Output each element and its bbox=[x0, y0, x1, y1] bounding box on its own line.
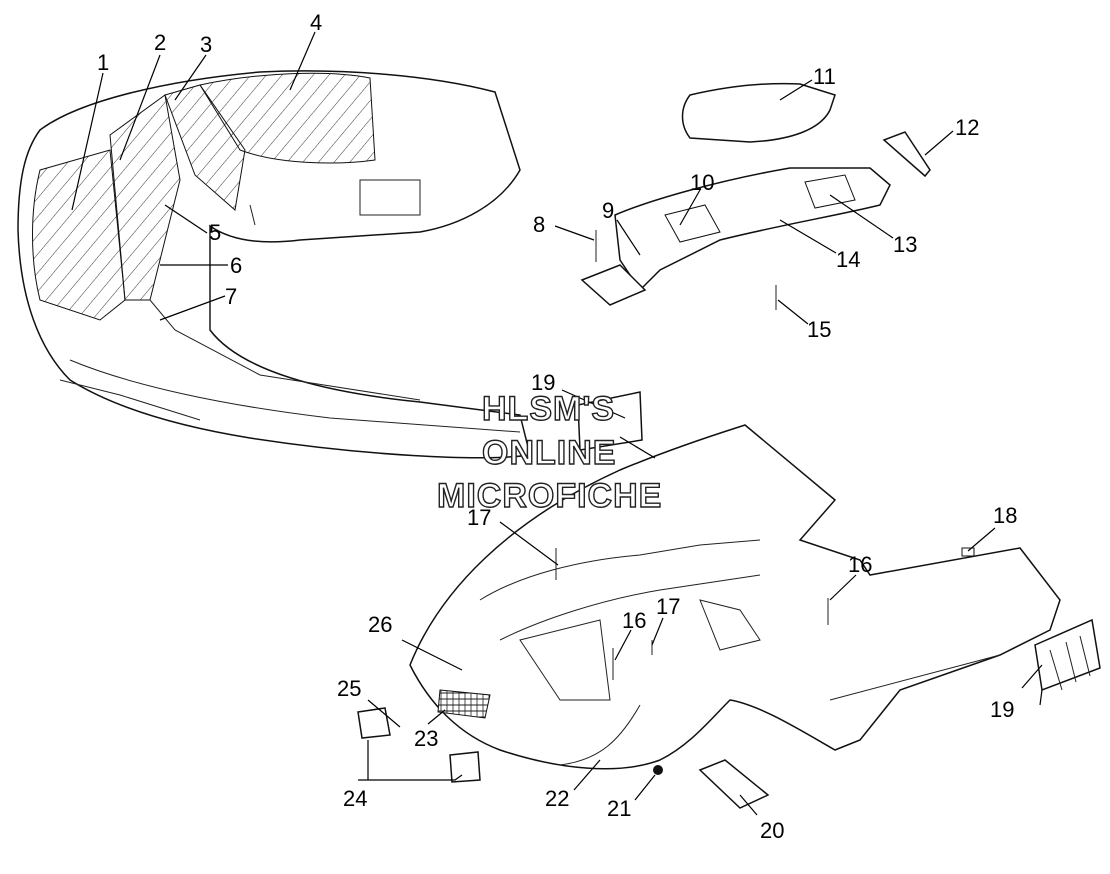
callout-1: 1 bbox=[97, 50, 109, 75]
hood-hatched-panel-2 bbox=[109, 94, 181, 301]
callout-12: 12 bbox=[955, 115, 979, 140]
seat-pad-right bbox=[804, 174, 856, 209]
callout-3: 3 bbox=[200, 32, 212, 57]
heat-shield-20 bbox=[698, 759, 770, 809]
callout-10: 10 bbox=[690, 170, 714, 195]
leader-lines bbox=[71, 31, 1043, 816]
callout-18: 18 bbox=[993, 503, 1017, 528]
callout-13: 13 bbox=[893, 232, 917, 257]
callout-6: 6 bbox=[230, 253, 242, 278]
decal-24-right bbox=[449, 751, 481, 783]
callout-5: 5 bbox=[209, 220, 221, 245]
belly-pan-shell bbox=[409, 424, 1061, 770]
callout-4: 4 bbox=[310, 10, 322, 35]
callout-7: 7 bbox=[225, 284, 237, 309]
side-vent-19 bbox=[1034, 618, 1101, 692]
drain-plug-21 bbox=[653, 765, 663, 775]
front-grille bbox=[437, 689, 491, 719]
callout-15: 15 bbox=[807, 317, 831, 342]
hood-trim-line bbox=[69, 359, 521, 433]
hood-assembly bbox=[17, 70, 531, 459]
vent-19-top bbox=[577, 391, 643, 451]
callout-17-center: 17 bbox=[656, 594, 680, 619]
watermark: HLSM'S ONLINE MICROFICHE bbox=[436, 389, 662, 515]
callout-16-center: 16 bbox=[622, 608, 646, 633]
side-vent-19-louvers bbox=[1049, 635, 1091, 691]
watermark-line-1: HLSM'S bbox=[482, 390, 615, 428]
seat-pad-left bbox=[664, 204, 721, 243]
callout-19-top: 19 bbox=[531, 370, 555, 395]
callout-22: 22 bbox=[545, 786, 569, 811]
callout-26: 26 bbox=[368, 612, 392, 637]
callout-9: 9 bbox=[602, 198, 614, 223]
hood-hatched-panel-3 bbox=[164, 84, 246, 211]
callout-19-right: 19 bbox=[990, 697, 1014, 722]
grommet-18 bbox=[961, 547, 975, 557]
seat-clip bbox=[882, 131, 931, 178]
callout-16-right: 16 bbox=[848, 552, 872, 577]
seat-hinge-plate bbox=[580, 264, 647, 306]
watermark-line-3: MICROFICHE bbox=[437, 477, 662, 515]
callout-11: 11 bbox=[813, 64, 836, 89]
callout-17-left: 17 bbox=[467, 505, 491, 530]
callout-23: 23 bbox=[414, 726, 438, 751]
callout-25: 25 bbox=[337, 676, 361, 701]
watermark-line-2: ONLINE bbox=[482, 434, 616, 472]
callout-21: 21 bbox=[607, 796, 631, 821]
callout-2: 2 bbox=[154, 30, 166, 55]
hood-hatched-panel-1 bbox=[32, 149, 126, 321]
callout-labels: 1 2 3 4 5 6 7 8 9 10 11 12 13 14 15 16 1… bbox=[97, 10, 1017, 843]
callout-20: 20 bbox=[760, 818, 784, 843]
hood-inner-detail bbox=[59, 179, 421, 421]
callout-14: 14 bbox=[836, 247, 860, 272]
callout-8: 8 bbox=[533, 212, 545, 237]
decal-24-left bbox=[357, 707, 391, 739]
seat-cushion bbox=[681, 82, 836, 143]
callout-24: 24 bbox=[343, 786, 367, 811]
seat-assembly bbox=[580, 82, 931, 310]
belly-pan-inner bbox=[479, 539, 1001, 766]
hood-hatched-panel-4 bbox=[199, 72, 376, 164]
belly-pan-assembly bbox=[357, 391, 1101, 809]
